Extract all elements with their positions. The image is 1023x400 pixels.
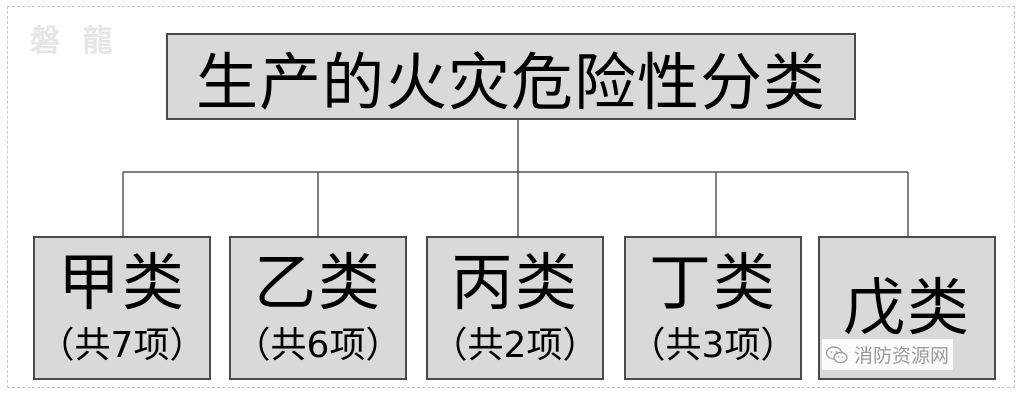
category-node-yi: 乙类 （共6项） xyxy=(229,236,407,380)
category-count: （共2项） xyxy=(431,325,599,366)
root-node-label: 生产的火灾危险性分类 xyxy=(195,45,826,119)
dashed-frame xyxy=(7,6,1015,388)
watermark-text: 磐 龍 xyxy=(30,24,119,59)
category-name: 戊类 xyxy=(842,271,971,344)
category-name: 甲类 xyxy=(57,246,186,319)
source-watermark: 消防资源网 xyxy=(822,339,954,370)
source-label: 消防资源网 xyxy=(854,345,950,367)
category-count: （共3项） xyxy=(629,325,797,366)
category-name: 乙类 xyxy=(253,246,382,319)
category-node-jia: 甲类 （共7项） xyxy=(33,236,211,380)
category-count: （共7项） xyxy=(38,325,206,366)
wechat-icon xyxy=(826,345,848,363)
category-name: 丙类 xyxy=(450,246,579,319)
category-node-ding: 丁类 （共3项） xyxy=(624,236,802,380)
category-node-bing: 丙类 （共2项） xyxy=(426,236,604,380)
category-name: 丁类 xyxy=(648,246,777,319)
root-node: 生产的火灾危险性分类 xyxy=(166,33,856,120)
category-count: （共6项） xyxy=(234,325,402,366)
